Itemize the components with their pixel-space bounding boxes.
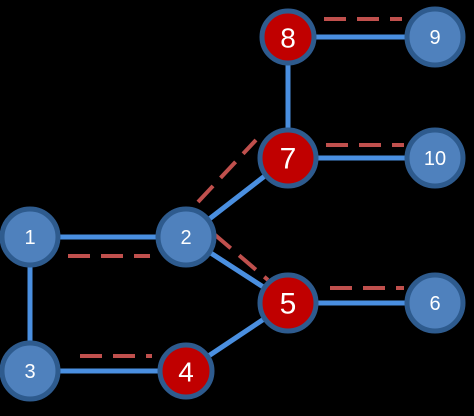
node-2: 2 [155,206,217,268]
node-label-7: 7 [280,143,297,176]
dashed-edges-layer [68,17,404,358]
edge-dashed-2-7 [196,138,258,204]
node-label-2: 2 [180,227,191,249]
node-label-6: 6 [429,293,440,315]
node-circle-10 [404,127,466,189]
node-9: 9 [404,6,466,68]
node-circle-8 [259,8,317,66]
node-circle-2 [155,206,217,268]
node-7: 7 [257,127,319,189]
node-1: 1 [0,206,61,268]
node-5: 5 [257,272,319,334]
node-circle-6 [404,272,466,334]
node-label-4: 4 [178,357,194,388]
node-3: 3 [0,340,61,402]
node-label-10: 10 [424,148,446,170]
node-label-1: 1 [24,227,35,249]
node-label-3: 3 [24,361,35,383]
node-4: 4 [157,342,215,400]
node-circle-5 [257,272,319,334]
node-label-8: 8 [280,23,296,54]
nodes-layer: 1 2 3 4 5 6 7 8 9 10 [0,6,466,402]
node-6: 6 [404,272,466,334]
node-10: 10 [404,127,466,189]
node-circle-3 [0,340,61,402]
edge-dashed-2-5 [212,232,270,282]
node-circle-4 [157,342,215,400]
node-8: 8 [259,8,317,66]
node-label-9: 9 [429,27,440,49]
node-circle-7 [257,127,319,189]
node-circle-1 [0,206,61,268]
node-label-5: 5 [280,288,297,321]
node-circle-9 [404,6,466,68]
